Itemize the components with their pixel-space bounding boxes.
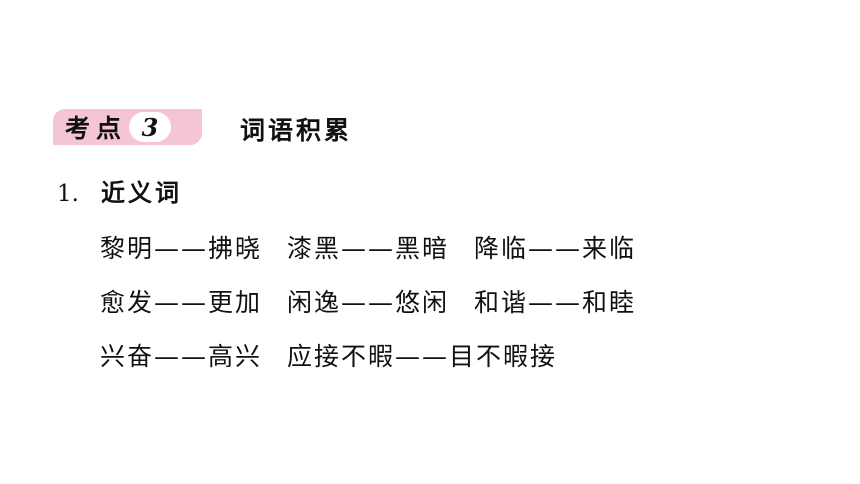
section-title: 近义词	[101, 179, 182, 207]
topic-badge-label: 考点	[65, 114, 128, 143]
synonym-row-1: 黎明——拂晓 漆黑——黑暗 降临——来临	[100, 229, 636, 265]
synonym-pair: 降临——来临	[474, 234, 637, 263]
synonym-pair: 和谐——和睦	[474, 288, 637, 317]
topic-title: 词语积累	[240, 116, 353, 145]
synonym-pair: 闲逸——悠闲	[287, 288, 450, 317]
topic-badge: 考点 3	[53, 109, 202, 145]
synonym-row-3: 兴奋——高兴 应接不暇——目不暇接	[100, 337, 557, 373]
synonym-pair: 应接不暇——目不暇接	[287, 342, 558, 371]
synonym-pair: 黎明——拂晓	[100, 234, 263, 263]
synonym-pair: 兴奋——高兴	[100, 342, 263, 371]
synonym-pair: 漆黑——黑暗	[287, 234, 450, 263]
section-number: 1.	[57, 181, 79, 207]
topic-badge-number: 3	[129, 112, 172, 142]
synonym-row-2: 愈发——更加 闲逸——悠闲 和谐——和睦	[100, 283, 636, 319]
section-heading: 1. 近义词	[57, 173, 182, 208]
synonym-pair: 愈发——更加	[100, 288, 263, 317]
